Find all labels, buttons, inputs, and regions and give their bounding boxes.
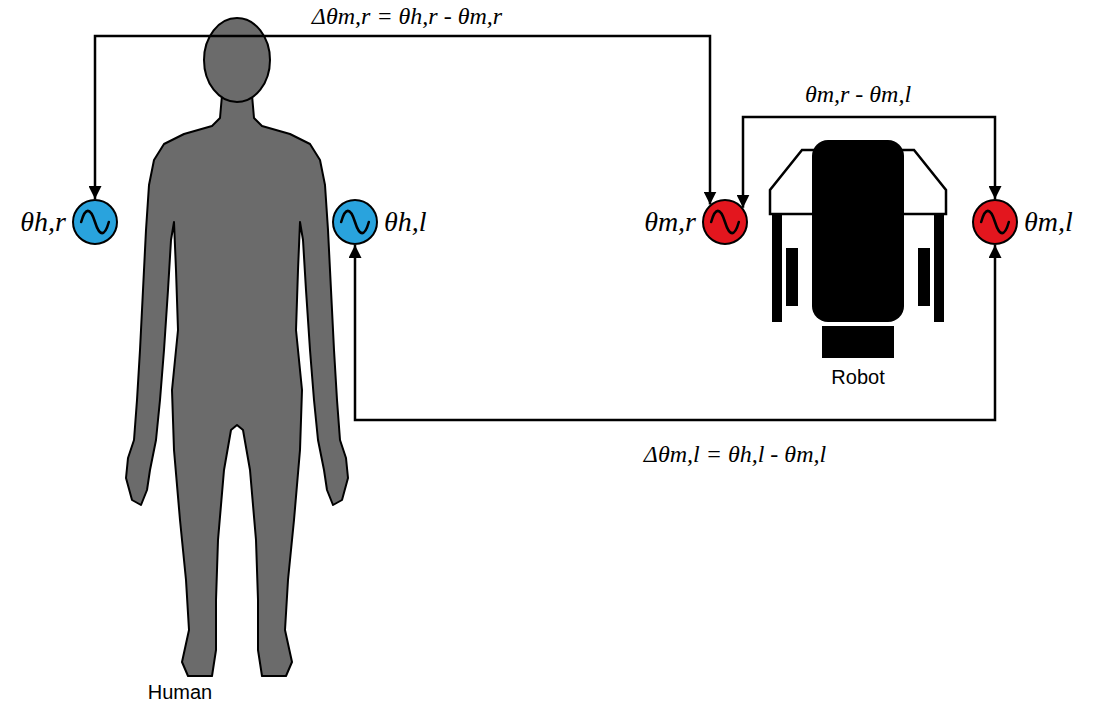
phase-difference-label: Δθm,l = θh,l - θm,l — [641, 441, 829, 469]
robot-illustration — [770, 140, 946, 358]
phase-label: θm,l — [1024, 207, 1073, 238]
oscillator-circle: θm,l — [972, 199, 1018, 245]
sine-symbol — [334, 201, 376, 243]
robot-base — [822, 326, 894, 358]
sine-symbol — [74, 201, 116, 243]
sine-symbol — [974, 201, 1016, 243]
human-head — [204, 18, 270, 102]
robot-arm — [772, 214, 782, 322]
oscillator-circle: θh,l — [332, 199, 378, 245]
robot-arm — [786, 248, 798, 306]
figure-caption: Robot — [831, 366, 884, 389]
robot-arm — [918, 248, 930, 306]
sine-wave — [711, 211, 739, 233]
phase-label: θm,r — [644, 207, 696, 238]
phase-label: θh,l — [384, 207, 427, 238]
phase-difference-label: θm,r - θm,l — [802, 81, 914, 109]
robot-torso — [812, 140, 904, 322]
sine-wave — [981, 211, 1009, 233]
figure-caption: Human — [148, 681, 212, 704]
phase-connector — [95, 36, 710, 205]
oscillator-circle: θm,r — [702, 199, 748, 245]
phase-difference-label: Δθm,r = θh,r - θm,r — [309, 3, 505, 31]
phase-label: θh,r — [20, 207, 66, 238]
sine-wave — [81, 211, 109, 233]
robot-arm — [934, 214, 944, 322]
phase-connector — [743, 117, 995, 208]
human-body — [126, 95, 348, 676]
sine-symbol — [704, 201, 746, 243]
oscillator-circle: θh,r — [72, 199, 118, 245]
human-silhouette — [126, 18, 348, 676]
sine-wave — [341, 211, 369, 233]
connector-group — [95, 36, 995, 420]
phase-connector — [355, 245, 995, 420]
